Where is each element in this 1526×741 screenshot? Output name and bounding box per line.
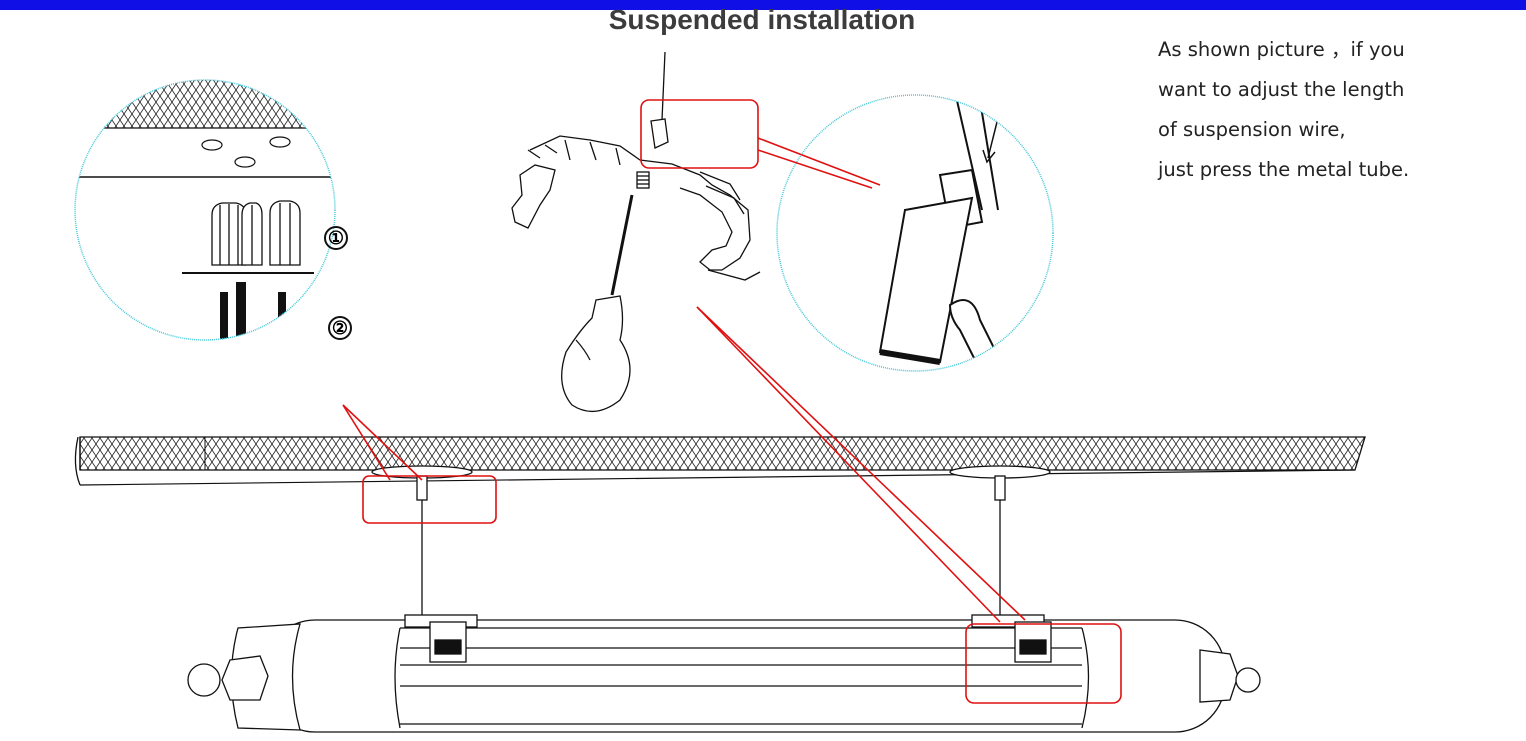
metal-tube-detail [776, 94, 1054, 372]
suspension-point-left [371, 465, 473, 616]
metal-tube-large [878, 196, 974, 364]
note-line-3: of suspension wire, [1158, 118, 1346, 141]
step-badge-2: ② [328, 316, 352, 340]
detail-circle-right [776, 94, 1054, 372]
highlight-callouts [342, 99, 1122, 704]
page-title: Suspended installation [0, 2, 1526, 38]
screw [236, 282, 246, 340]
step-label-1: ① [328, 228, 344, 249]
callout-line [696, 306, 1001, 623]
note-line-2: want to adjust the length [1158, 78, 1405, 101]
callout-line [342, 404, 423, 481]
callout-line [757, 149, 873, 189]
drill-hole [201, 139, 223, 151]
highlight-box-tube [640, 99, 759, 169]
light-fixture [187, 614, 1261, 733]
screw [278, 292, 286, 340]
fixture-clip-left [404, 614, 478, 663]
step-label-2: ② [332, 318, 348, 339]
drill-hole [234, 156, 256, 168]
callout-line [342, 404, 391, 481]
fixture-housing [264, 619, 1226, 733]
highlight-box-clip [965, 623, 1122, 704]
ceiling-anchor-detail: ① ② [74, 79, 352, 341]
step-badge-1: ① [324, 226, 348, 250]
note-line-4: just press the metal tube. [1158, 158, 1410, 181]
clip-left-hook [511, 164, 556, 229]
press-arrow [987, 117, 999, 159]
metal-tube-small [650, 118, 669, 149]
title-text: Suspended installation [608, 4, 916, 35]
callout-line [696, 306, 1026, 621]
suspension-point-right [949, 465, 1051, 616]
screwdriver-shaft [610, 194, 634, 296]
detail-circle-left [74, 79, 336, 341]
top-accent-bar [0, 0, 1526, 10]
cable-gland-left [221, 655, 269, 701]
gland-nut-left [187, 663, 221, 697]
suspension-clip-assembly [511, 51, 761, 412]
clip-body [529, 135, 751, 271]
wire-exit [948, 299, 998, 363]
wall-plug [211, 202, 247, 266]
wall-plug [269, 200, 301, 266]
screw [220, 292, 228, 340]
ceiling-slab [74, 436, 1366, 486]
screwdriver-handle [561, 295, 631, 412]
note-line-1: As shown picture ，if you [1158, 38, 1405, 61]
highlight-box-anchor [362, 475, 497, 524]
callout-line [757, 137, 881, 186]
cable-gland-right [1199, 649, 1239, 703]
suspension-wire-top [661, 51, 666, 121]
drill-hole [269, 136, 291, 148]
instruction-note: As shown picture ，if you want to adjust … [1158, 30, 1518, 190]
wall-plug [241, 202, 263, 266]
